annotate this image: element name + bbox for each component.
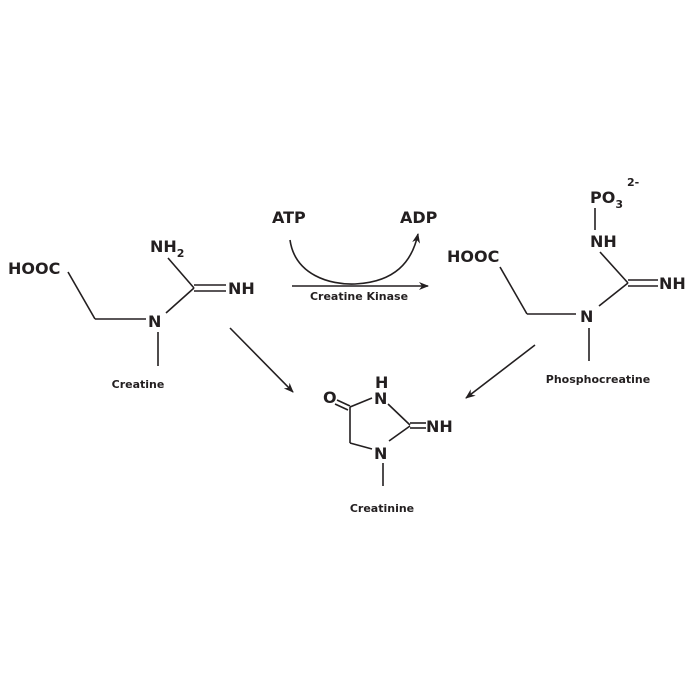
creatine-label: Creatine xyxy=(112,378,165,391)
creatine-nh2: NH2 xyxy=(150,237,184,260)
creatinine-label: Creatinine xyxy=(350,502,414,515)
creatine-to-creatinine-arrow xyxy=(229,327,294,393)
adp-label: ADP xyxy=(400,208,438,227)
phosphocreatine-to-creatinine-arrow xyxy=(465,344,536,399)
double-bond xyxy=(336,399,351,407)
phosphocreatine-n: N xyxy=(580,307,593,326)
bond xyxy=(349,442,373,450)
bond xyxy=(499,266,528,315)
creatinine-o: O xyxy=(323,388,337,407)
atp-label: ATP xyxy=(272,208,306,227)
creatinine-n-top: N xyxy=(374,389,387,408)
phosphocreatine-po3: PO3 xyxy=(590,188,623,211)
bond xyxy=(599,251,629,284)
enzyme-label: Creatine Kinase xyxy=(310,290,408,303)
creatine-nh: NH xyxy=(228,279,255,298)
bond xyxy=(67,271,96,320)
phosphocreatine-structure: HOOC N NH PO3 2- NH Phosphocreatine xyxy=(447,176,686,386)
bond xyxy=(165,287,195,314)
phosphocreatine-charge: 2- xyxy=(627,176,639,189)
bond xyxy=(349,397,373,408)
bond xyxy=(388,425,411,442)
creatinine-nh: NH xyxy=(426,417,453,436)
phosphocreatine-nh-top: NH xyxy=(590,232,617,251)
creatinine-h: H xyxy=(375,373,388,392)
bond xyxy=(167,257,195,289)
creatine-hooc: HOOC xyxy=(8,259,60,278)
bond xyxy=(387,403,411,426)
bond xyxy=(598,282,629,307)
double-bond xyxy=(334,403,349,411)
creatine-structure: HOOC N NH2 NH Creatine xyxy=(8,237,255,391)
reaction-arrow-group: ATP ADP Creatine Kinase xyxy=(272,208,438,303)
creatinine-structure: O H N NH N Creatinine xyxy=(323,373,453,515)
phosphocreatine-label: Phosphocreatine xyxy=(546,373,650,386)
creatine-n: N xyxy=(148,312,161,331)
creatinine-n-bottom: N xyxy=(374,444,387,463)
phosphocreatine-hooc: HOOC xyxy=(447,247,499,266)
atp-adp-curved-arrow xyxy=(289,233,421,285)
phosphocreatine-nh: NH xyxy=(659,274,686,293)
